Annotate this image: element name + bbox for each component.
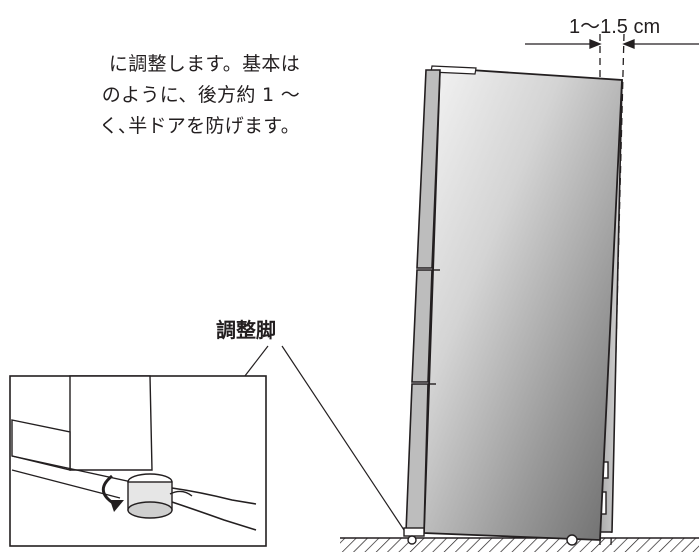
gap-measurement-label: 1〜1.5 cm xyxy=(569,16,661,38)
instruction-text: に調整します。基本は のように、後方約 1 〜 く､半ドアを防げます。 xyxy=(0,49,300,142)
instruction-line-2: のように、後方約 1 〜 xyxy=(101,84,300,106)
floor xyxy=(340,537,699,552)
adjuster-foot-label: 調整脚 xyxy=(216,318,276,342)
fridge-door xyxy=(423,67,623,541)
instruction-line-3: く､半ドアを防げます。 xyxy=(99,115,300,137)
inset-detail-box xyxy=(9,375,267,547)
instruction-line-1: に調整します。基本は xyxy=(108,53,300,75)
fridge-feet xyxy=(403,527,578,546)
gap-arrows xyxy=(525,39,699,49)
door-panels xyxy=(405,69,441,533)
